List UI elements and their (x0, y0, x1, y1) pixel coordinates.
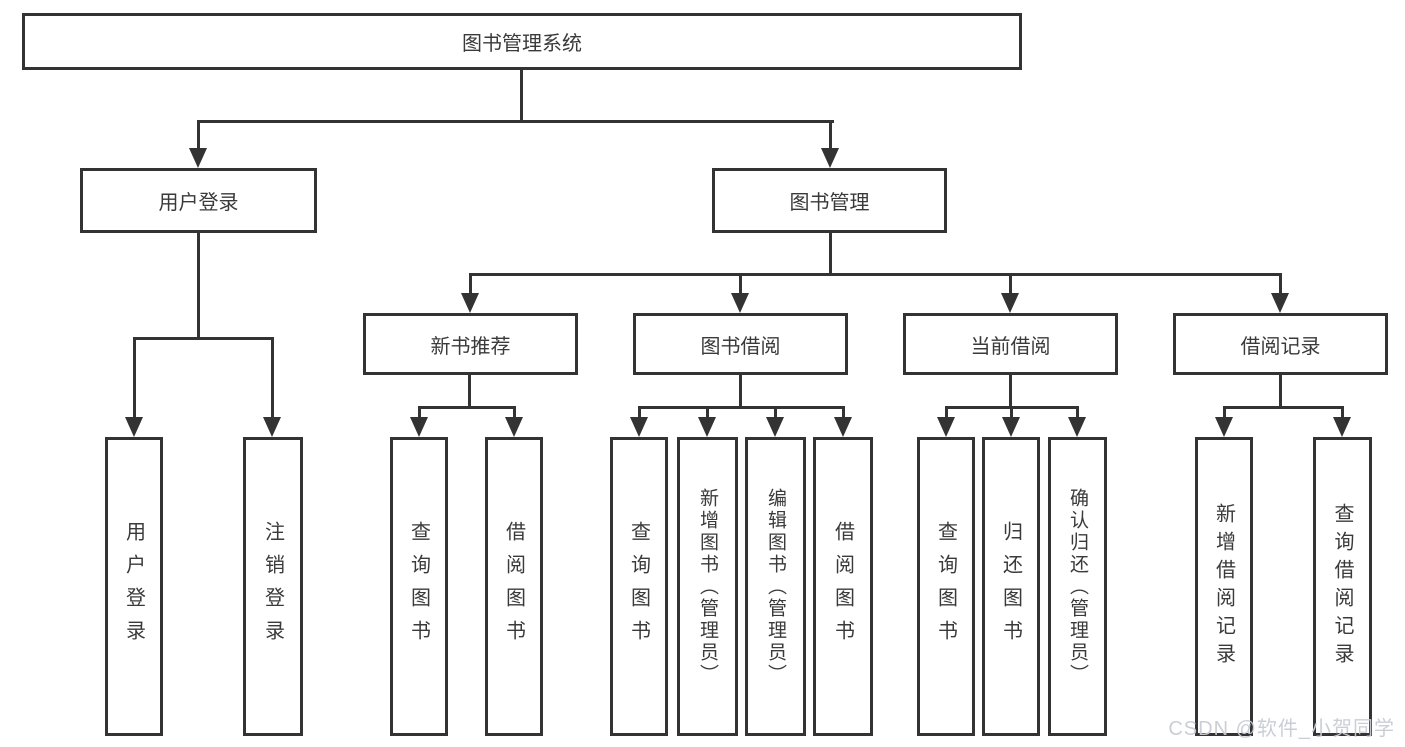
leaf-borrowing-borrow-books: 借阅图书 (813, 437, 873, 736)
connector-line (418, 406, 516, 409)
connector-line (1076, 406, 1079, 419)
connector-line (1010, 406, 1013, 419)
arrow-head-icon (731, 293, 749, 313)
arrow-head-icon (1333, 417, 1351, 437)
node-label: 图书借阅 (700, 335, 781, 358)
node-label: 查询图书 (934, 520, 957, 653)
leaf-add-borrow-record: 新增借阅记录 (1195, 437, 1253, 736)
connector-line (829, 120, 832, 150)
leaf-borrowing-query-books: 查询图书 (610, 437, 668, 736)
arrow-head-icon (630, 417, 648, 437)
node-book-management: 图书管理 (712, 168, 947, 233)
connector-line (1009, 375, 1012, 409)
node-label: 用户登录 (122, 520, 145, 653)
arrow-head-icon (1215, 417, 1233, 437)
connector-line (739, 273, 742, 295)
node-current-borrowing: 当前借阅 (903, 313, 1118, 375)
node-label: 归还图书 (999, 520, 1022, 653)
arrow-head-icon (937, 417, 955, 437)
arrow-head-icon (125, 417, 143, 437)
leaf-add-books-admin: 新增图书（管理员） (677, 437, 738, 736)
node-label: 新书推荐 (430, 335, 511, 358)
connector-line (133, 337, 136, 419)
leaf-logout: 注销登录 (243, 437, 303, 736)
node-label: 编辑图书（管理员） (765, 487, 786, 686)
node-label: 确认归还（管理员） (1067, 487, 1088, 686)
connector-line (638, 406, 845, 409)
node-library-management-system: 图书管理系统 (22, 13, 1022, 70)
connector-line (1341, 406, 1344, 419)
arrow-head-icon (461, 293, 479, 313)
node-label: 用户登录 (158, 192, 239, 214)
connector-line (197, 233, 200, 340)
arrow-head-icon (263, 417, 281, 437)
node-new-book-recommend: 新书推荐 (363, 313, 578, 375)
connector-line (197, 120, 834, 123)
node-label: 借阅图书 (831, 520, 854, 653)
node-label: 新增借阅记录 (1212, 502, 1235, 671)
arrow-head-icon (1001, 293, 1019, 313)
connector-line (469, 273, 472, 295)
leaf-confirm-return-admin: 确认归还（管理员） (1048, 437, 1107, 736)
connector-line (513, 406, 516, 419)
connector-line (1009, 273, 1012, 295)
connector-line (638, 406, 641, 419)
connector-line (1223, 406, 1226, 419)
connector-line (520, 69, 523, 122)
arrow-head-icon (821, 148, 839, 168)
arrow-head-icon (1068, 417, 1086, 437)
connector-line (706, 406, 709, 419)
arrow-head-icon (1002, 417, 1020, 437)
connector-line (468, 375, 471, 409)
connector-line (469, 273, 1282, 276)
node-label: 当前借阅 (970, 335, 1051, 358)
connector-line (774, 406, 777, 419)
arrow-head-icon (505, 417, 523, 437)
connector-line (1279, 375, 1282, 409)
connector-line (829, 233, 832, 276)
leaf-return-books: 归还图书 (982, 437, 1040, 736)
arrow-head-icon (766, 417, 784, 437)
node-label: 借阅记录 (1240, 335, 1321, 358)
node-label: 图书管理 (789, 192, 870, 214)
node-label: 借阅图书 (502, 520, 525, 653)
watermark: CSDN @软件_小贺同学 (1168, 718, 1395, 740)
leaf-query-borrow-record: 查询借阅记录 (1313, 437, 1372, 736)
connector-line (842, 406, 845, 419)
arrow-head-icon (1271, 293, 1289, 313)
node-user-login: 用户登录 (80, 168, 317, 233)
leaf-edit-books-admin: 编辑图书（管理员） (745, 437, 806, 736)
connector-line (418, 406, 421, 419)
node-label: 注销登录 (261, 520, 284, 653)
arrow-head-icon (189, 148, 207, 168)
arrow-head-icon (698, 417, 716, 437)
node-label: 查询借阅记录 (1331, 502, 1353, 671)
connector-line (1223, 406, 1344, 409)
connector-line (197, 120, 200, 150)
leaf-current-query-books: 查询图书 (917, 437, 975, 736)
node-label: 图书管理系统 (462, 33, 582, 55)
node-borrowing-records: 借阅记录 (1173, 313, 1388, 375)
connector-line (133, 337, 274, 340)
arrow-head-icon (834, 417, 852, 437)
connector-line (1279, 273, 1282, 295)
node-book-borrowing: 图书借阅 (633, 313, 848, 375)
node-label: 新增图书（管理员） (697, 487, 718, 686)
connector-line (271, 337, 274, 419)
node-label: 查询图书 (407, 520, 430, 653)
leaf-recommend-query-books: 查询图书 (390, 437, 448, 736)
connector-line (739, 375, 742, 409)
arrow-head-icon (410, 417, 428, 437)
node-label: 查询图书 (627, 520, 650, 653)
leaf-recommend-borrow-books: 借阅图书 (485, 437, 543, 736)
connector-line (945, 406, 948, 419)
leaf-user-login: 用户登录 (105, 437, 163, 736)
